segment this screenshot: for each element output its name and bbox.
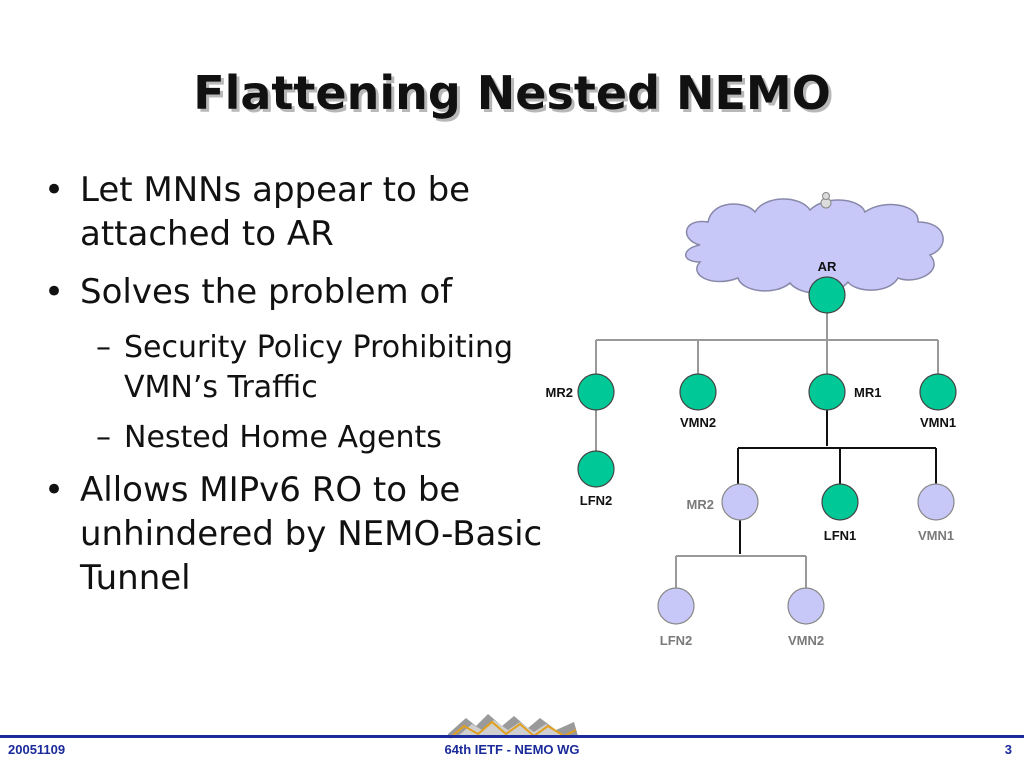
lfn2-label: LFN2 <box>580 493 613 508</box>
mr2-virtual-label: MR2 <box>687 497 714 512</box>
footer-page-number: 3 <box>1004 742 1012 757</box>
mr2-virtual-node <box>721 483 759 521</box>
lfn2-node <box>577 450 615 488</box>
nested-tree-links <box>737 410 937 554</box>
internet-cloud <box>685 192 944 295</box>
vmn1-virtual-node <box>917 483 955 521</box>
bullet-item: • Allows MIPv6 RO to be unhindered by NE… <box>40 468 560 600</box>
bullet-dot: • <box>44 470 65 510</box>
lfn1-node <box>821 483 859 521</box>
vmn1-node <box>919 373 957 411</box>
vmn2-virtual-node <box>787 587 825 625</box>
vmn2-node <box>679 373 717 411</box>
ietf-logo <box>448 714 578 739</box>
vmn2-label: VMN2 <box>680 415 716 430</box>
footer-center-text: 64th IETF - NEMO WG <box>444 742 580 757</box>
lfn2-virtual-label: LFN2 <box>660 633 693 648</box>
bullet-dot: • <box>44 170 65 210</box>
bullet-text: Let MNNs appear to be attached to AR <box>80 170 471 254</box>
virtual-tree-links <box>675 555 807 588</box>
mr2-label: MR2 <box>546 385 573 400</box>
bullet-text: Solves the problem of <box>80 272 453 312</box>
top-tree-links <box>595 312 939 452</box>
bullet-dot: • <box>44 272 65 312</box>
network-diagram: AR MR2 VMN2 MR1 VMN1 LFN2 MR2 LFN1 VMN1 … <box>546 192 957 648</box>
mr1-label: MR1 <box>854 385 881 400</box>
sub-bullet-text: Nested Home Agents <box>124 420 442 455</box>
lfn2-virtual-node <box>657 587 695 625</box>
vmn1-virtual-label: VMN1 <box>918 528 954 543</box>
bullet-item: • Solves the problem of <box>40 270 560 314</box>
mr2-node <box>577 373 615 411</box>
mr1-node <box>808 373 846 411</box>
ar-label: AR <box>818 259 837 274</box>
sub-bullet-text: Security Policy Prohibiting VMN’s Traffi… <box>124 330 514 405</box>
vmn2-virtual-label: VMN2 <box>788 633 824 648</box>
sub-bullet-item: – Nested Home Agents <box>40 418 560 458</box>
sub-bullet-dash: – <box>96 330 111 365</box>
lfn1-label: LFN1 <box>824 528 857 543</box>
bullet-list: • Let MNNs appear to be attached to AR •… <box>40 168 560 614</box>
vmn1-label: VMN1 <box>920 415 956 430</box>
footer-date: 20051109 <box>8 742 66 757</box>
footer-divider <box>0 735 1024 738</box>
bullet-item: • Let MNNs appear to be attached to AR <box>40 168 560 256</box>
slide-title: Flattening Nested NEMO <box>193 66 831 120</box>
sub-bullet-dash: – <box>96 420 111 455</box>
ar-node <box>808 276 846 314</box>
sub-bullet-item: – Security Policy Prohibiting VMN’s Traf… <box>40 328 560 408</box>
bullet-text: Allows MIPv6 RO to be unhindered by NEMO… <box>80 470 543 598</box>
